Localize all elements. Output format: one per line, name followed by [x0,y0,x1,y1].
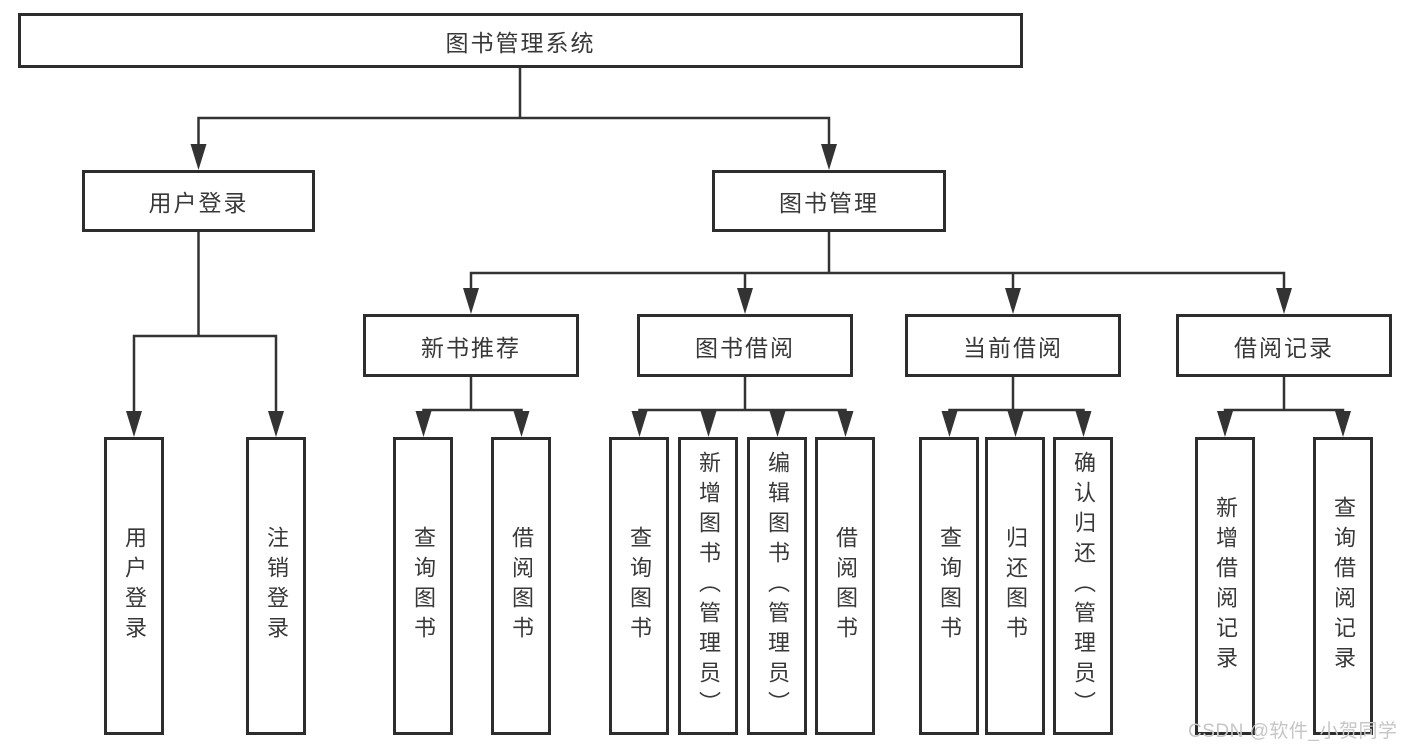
leaf-return-books-label: 归还图书 [1003,526,1028,646]
leaf-query-books-current: 查询图书 [919,437,979,735]
node-book-management-label: 图书管理 [779,190,879,216]
leaf-edit-books-admin: 编辑图书（管理员） [747,437,807,735]
node-current-borrowing: 当前借阅 [905,314,1121,377]
node-book-borrowing: 图书借阅 [637,314,853,377]
node-library-system: 图书管理系统 [18,13,1023,68]
leaf-add-borrow-record: 新增借阅记录 [1195,437,1255,735]
leaf-borrow-books-borrowing-label: 借阅图书 [833,526,858,646]
node-borrowing-records-label: 借阅记录 [1234,334,1334,361]
connector-new-book-recommend-to-leaves [422,377,523,420]
node-borrowing-records: 借阅记录 [1176,314,1392,377]
connector-current-borrowing-to-leaves [948,377,1085,420]
connector-borrowing-records-to-leaves [1223,377,1345,420]
node-current-borrowing-label: 当前借阅 [963,334,1063,361]
leaf-edit-books-admin-label: 编辑图书（管理员） [765,451,790,721]
node-user-login: 用户登录 [82,170,315,232]
csdn-watermark: CSDN @软件_小贺同学 [1188,721,1398,742]
leaf-return-books: 归还图书 [985,437,1045,735]
node-book-management: 图书管理 [712,170,946,232]
connector-book-borrowing-to-leaves [638,377,847,420]
node-book-borrowing-label: 图书借阅 [695,334,795,361]
leaf-user-login: 用户登录 [104,437,164,735]
connector-user-login-to-leaves [132,232,278,420]
leaf-query-books-recommend-label: 查询图书 [411,526,436,646]
leaf-query-borrow-record-label: 查询借阅记录 [1331,496,1356,676]
leaf-query-books-borrowing-label: 查询图书 [627,526,652,646]
leaf-user-login-label: 用户登录 [122,526,147,646]
node-new-book-recommend: 新书推荐 [363,314,579,377]
leaf-confirm-return-admin-label: 确认归还（管理员） [1071,451,1096,721]
leaf-query-books-recommend: 查询图书 [393,437,453,735]
leaf-borrow-books-recommend-label: 借阅图书 [509,526,534,646]
leaf-logout: 注销登录 [246,437,306,735]
leaf-confirm-return-admin: 确认归还（管理员） [1053,437,1113,735]
leaf-logout-label: 注销登录 [264,526,289,646]
connector-book-management-to-level2 [469,232,1286,292]
leaf-query-books-current-label: 查询图书 [937,526,962,646]
connector-root-to-level1 [197,68,831,148]
node-user-login-label: 用户登录 [148,190,249,216]
leaf-borrow-books-recommend: 借阅图书 [491,437,551,735]
leaf-query-books-borrowing: 查询图书 [609,437,669,735]
node-new-book-recommend-label: 新书推荐 [421,334,521,361]
leaf-borrow-books-borrowing: 借阅图书 [815,437,875,735]
node-library-system-label: 图书管理系统 [445,29,596,56]
leaf-add-books-admin-label: 新增图书（管理员） [696,451,721,721]
leaf-add-books-admin: 新增图书（管理员） [678,437,738,735]
leaf-query-borrow-record: 查询借阅记录 [1313,437,1373,735]
leaf-add-borrow-record-label: 新增借阅记录 [1213,496,1238,676]
